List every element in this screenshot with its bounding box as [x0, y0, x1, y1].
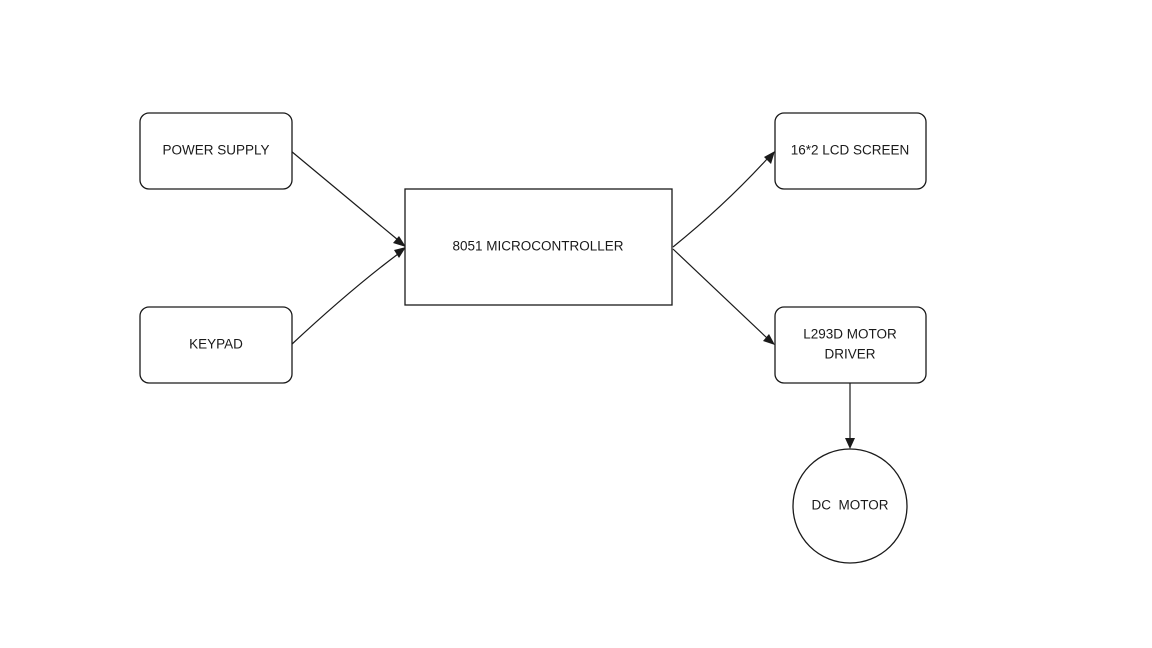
- keypad-label: KEYPAD: [189, 337, 243, 352]
- node-microcontroller: 8051 MICROCONTROLLER: [404, 188, 673, 306]
- keypad-box: [139, 306, 293, 384]
- arrowhead-keypad-to-microcontroller: [394, 247, 406, 258]
- motor-driver-label-line1: L293D MOTOR: [803, 327, 897, 342]
- edge-microcontroller-to-motor-driver: [672, 248, 768, 339]
- edge-keypad-to-microcontroller: [290, 253, 399, 346]
- node-motor-driver: L293D MOTOR DRIVER: [774, 306, 927, 384]
- edge-microcontroller-to-lcd-screen: [672, 157, 769, 248]
- arrowhead-power-supply-to-microcontroller: [393, 236, 406, 247]
- dc-motor-label: DC MOTOR: [812, 498, 889, 513]
- edges: [290, 150, 855, 449]
- lcd-screen-label: 16*2 LCD SCREEN: [791, 143, 910, 158]
- node-lcd-screen: 16*2 LCD SCREEN: [774, 112, 927, 190]
- node-power-supply: POWER SUPPLY: [139, 112, 293, 190]
- power-supply-label: POWER SUPPLY: [162, 143, 269, 158]
- power-supply-box: [139, 112, 293, 190]
- arrowhead-motor-driver-to-dc-motor: [845, 438, 855, 449]
- edge-power-supply-to-microcontroller: [290, 150, 399, 241]
- motor-driver-box: [774, 306, 927, 384]
- node-dc-motor: DC MOTOR: [792, 448, 908, 564]
- node-keypad: KEYPAD: [139, 306, 293, 384]
- microcontroller-label: 8051 MICROCONTROLLER: [452, 239, 623, 254]
- motor-driver-label-line2: DRIVER: [824, 347, 875, 362]
- arrowhead-microcontroller-to-lcd-screen: [764, 151, 775, 164]
- microcontroller-box: [404, 188, 673, 306]
- lcd-screen-box: [774, 112, 927, 190]
- arrowhead-microcontroller-to-motor-driver: [763, 334, 775, 345]
- dc-motor-circle: [792, 448, 908, 564]
